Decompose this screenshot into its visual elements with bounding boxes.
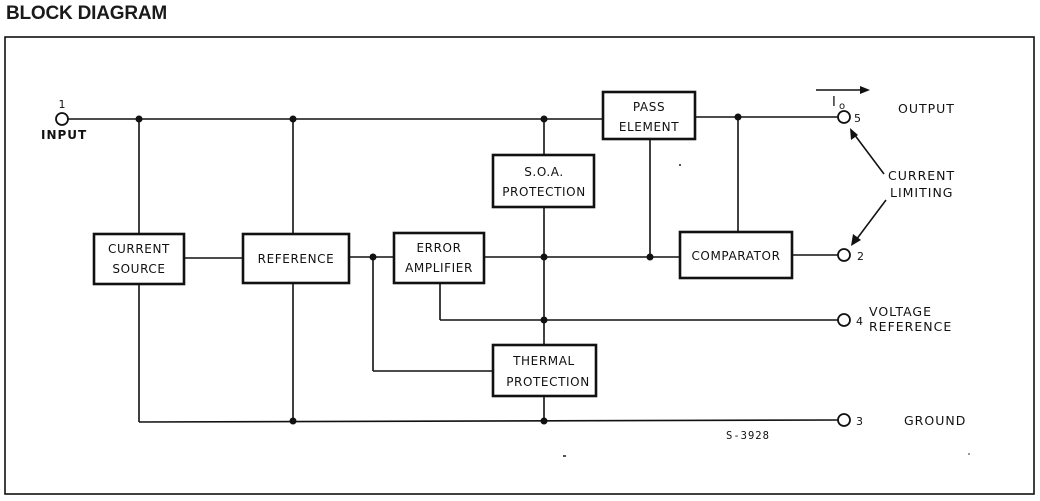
page-title: BLOCK DIAGRAM [6, 3, 167, 24]
pin-label: GROUND [904, 413, 966, 428]
block-label: S.O.A. [524, 165, 564, 179]
current-limiting-label: CURRENT [888, 168, 955, 183]
block-label: PROTECTION [502, 185, 586, 199]
block-soa-protection: S.O.A. PROTECTION [491, 153, 596, 209]
drawing-code: S-3928 [726, 430, 770, 442]
block-label: COMPARATOR [691, 249, 780, 263]
block-pass-element: PASS ELEMENT [601, 90, 697, 141]
pin-number: 5 [854, 112, 861, 125]
pin-input: 1 INPUT [41, 98, 87, 142]
block-label: PASS [633, 100, 665, 114]
pin-output: 5 OUTPUT [837, 101, 955, 125]
output-current-label: I [832, 95, 836, 110]
output-current-arrow: I o [816, 86, 870, 112]
pin-label: REFERENCE [869, 319, 952, 334]
block-reference: REFERENCE [241, 232, 351, 285]
pin-label: INPUT [41, 128, 87, 142]
junction-dots [135, 113, 742, 425]
block-label: SOURCE [112, 262, 165, 276]
pin-number: 2 [857, 250, 864, 263]
scan-specks [563, 164, 970, 457]
pin-current-limit: 2 [837, 248, 864, 263]
block-comparator: COMPARATOR [678, 230, 794, 280]
block-label: ERROR [416, 241, 461, 255]
current-limiting-annotation: CURRENT LIMITING [850, 128, 955, 246]
diagram-frame [4, 36, 1035, 495]
output-current-subscript: o [839, 101, 845, 112]
pin-number: 4 [856, 315, 863, 328]
pin-label: OUTPUT [898, 101, 955, 116]
pin-number: 3 [856, 415, 863, 428]
arrow-head-icon [851, 234, 861, 246]
block-label: ELEMENT [619, 120, 679, 134]
pin-number: 1 [59, 98, 66, 111]
block-label: REFERENCE [258, 252, 335, 266]
current-limiting-label: LIMITING [890, 185, 953, 200]
pin-label: VOLTAGE [869, 304, 932, 319]
arrow-head-icon [850, 128, 858, 140]
block-label: THERMAL [512, 354, 575, 368]
block-error-amplifier: ERROR AMPLIFIER [392, 231, 486, 285]
block-thermal-protection: THERMAL PROTECTION [491, 343, 598, 398]
pin-voltage-reference: 4 VOLTAGE REFERENCE [837, 304, 952, 334]
wiring [68, 116, 839, 423]
block-label: PROTECTION [506, 375, 590, 389]
block-label: CURRENT [108, 242, 170, 256]
block-label: AMPLIFIER [405, 261, 473, 275]
pin-ground: 3 GROUND [837, 413, 966, 428]
block-current-source: CURRENT SOURCE [92, 232, 186, 286]
